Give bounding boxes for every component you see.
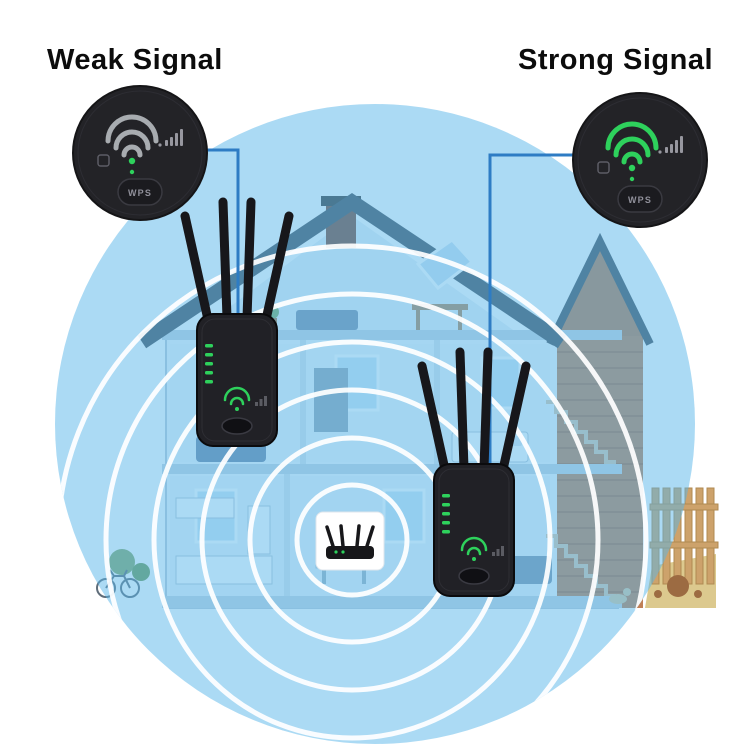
strong-signal-label: Strong Signal xyxy=(518,44,713,76)
router xyxy=(315,511,385,571)
wps-label: WPS xyxy=(128,188,152,198)
wifi-weak-icon xyxy=(105,114,159,158)
status-led xyxy=(129,169,135,175)
signal-ring xyxy=(151,339,553,741)
signal-ring xyxy=(294,482,410,598)
wifi-dot xyxy=(128,157,136,165)
wifi-strong-icon xyxy=(605,121,659,165)
router-antennas xyxy=(325,524,375,548)
signal-ring xyxy=(103,291,601,744)
router-box xyxy=(315,511,385,571)
signal-bars-icon xyxy=(658,136,683,154)
device-icon xyxy=(97,154,110,167)
router-led xyxy=(334,550,338,554)
wps-button xyxy=(117,178,163,206)
garden-stool xyxy=(654,590,662,598)
strong-signal-badge: WPS xyxy=(572,92,708,228)
connector-line-weak xyxy=(204,148,240,336)
wifi-dot xyxy=(628,164,636,172)
garden-stool xyxy=(694,590,702,598)
router-led xyxy=(341,550,345,554)
weak-signal-badge: WPS xyxy=(72,85,208,221)
router-body xyxy=(326,546,374,559)
coverage-circle xyxy=(55,104,695,744)
signal-bars-icon xyxy=(158,129,183,147)
wps-button xyxy=(617,185,663,213)
garden-table xyxy=(667,575,689,597)
wps-label: WPS xyxy=(628,195,652,205)
device-icon xyxy=(597,161,610,174)
status-led xyxy=(629,176,635,182)
weak-signal-label: Weak Signal xyxy=(47,44,223,76)
